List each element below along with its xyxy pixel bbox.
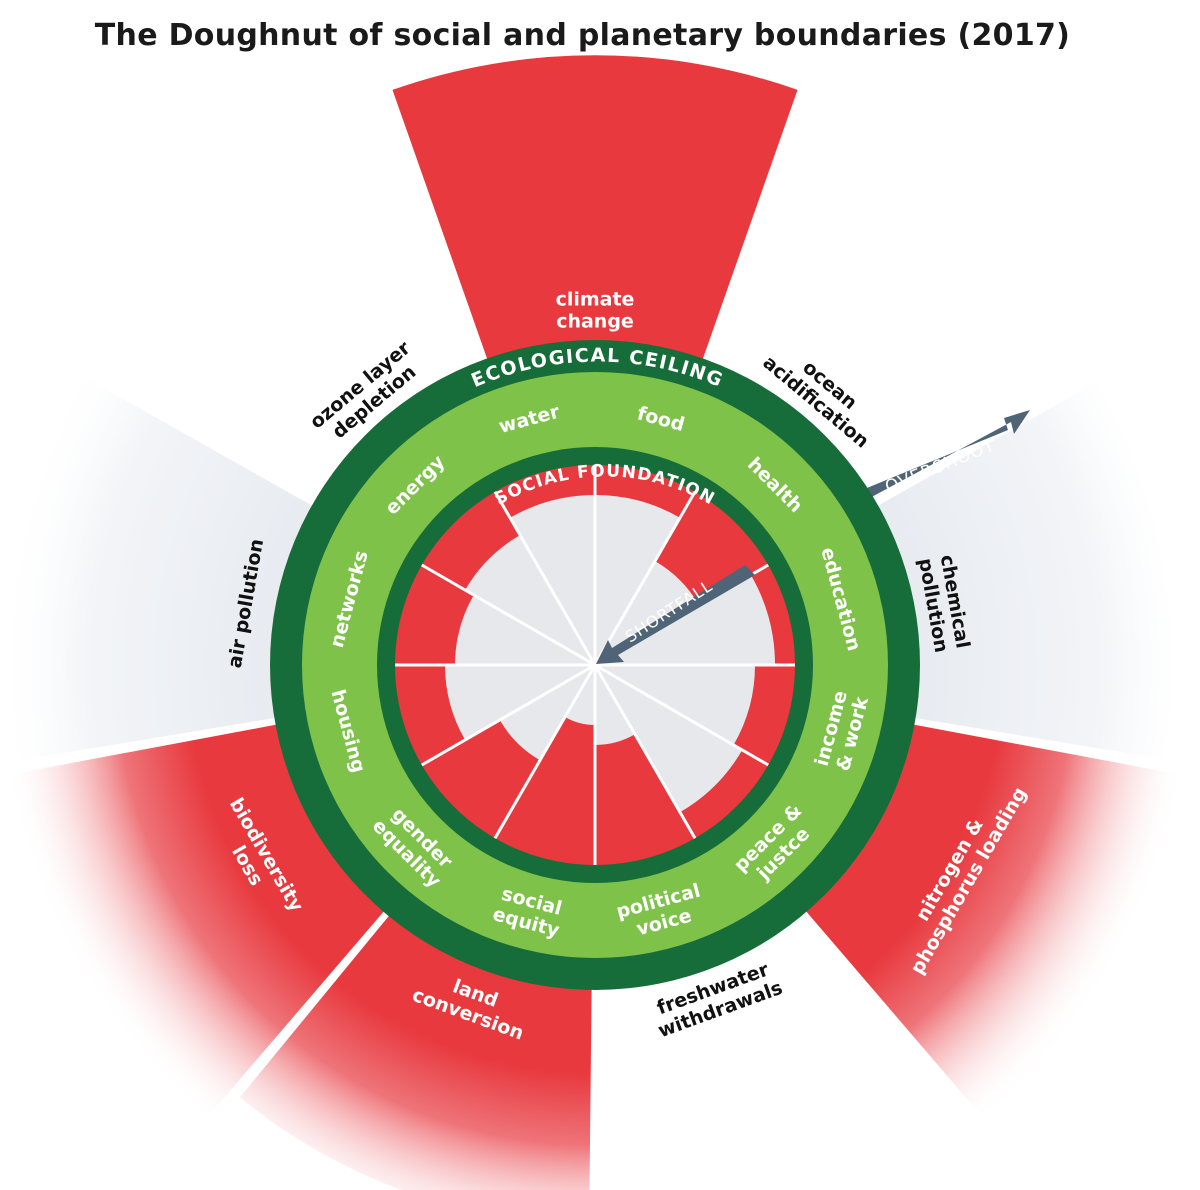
social-wedge-peace	[595, 665, 743, 813]
divider-line	[421, 663, 596, 767]
divider-line	[493, 664, 597, 839]
divider-line	[593, 491, 697, 666]
overshoot-wedges	[0, 55, 1200, 1190]
social-wedge-food	[595, 495, 680, 665]
overshoot-wedge-biodiversity	[0, 724, 385, 1154]
divider-line	[493, 491, 597, 666]
divider-line	[593, 664, 697, 839]
social-wedge-networks	[455, 595, 595, 665]
social-wedge-income	[595, 665, 755, 745]
page-title: The Doughnut of social and planetary bou…	[94, 18, 1071, 53]
divider-line	[594, 663, 769, 767]
shortfall-wedges	[445, 495, 775, 813]
social-wedge-housing	[445, 665, 595, 740]
social-wedge-energy	[465, 535, 595, 665]
overshoot-wedge-land	[239, 914, 592, 1190]
social-wedge-gender	[499, 665, 595, 761]
overshoot-wedge-nitrogen	[805, 724, 1200, 1141]
divider-line	[421, 563, 596, 667]
social-wedge-health	[595, 561, 699, 665]
overshoot-wedge-chemical	[876, 382, 1172, 760]
overshoot-wedge-air	[0, 349, 314, 764]
social-wedge-water	[510, 495, 595, 665]
overshoot-wedge-climate	[392, 55, 798, 361]
social-wedge-education	[595, 575, 775, 665]
